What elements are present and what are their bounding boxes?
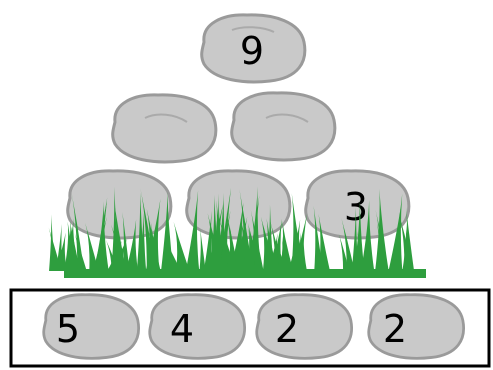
answer-stone-3-label: 2 <box>275 307 299 351</box>
answer-stone-1-label: 5 <box>56 307 80 351</box>
answer-stone-1[interactable]: 5 <box>44 295 139 359</box>
answer-stone-2-label: 4 <box>170 307 194 351</box>
answer-stone-3[interactable]: 2 <box>257 295 352 359</box>
stone-top: 9 <box>202 15 305 82</box>
stone-middle-left <box>113 95 216 162</box>
stone-top-label: 9 <box>240 29 264 73</box>
stone-bottom-middle <box>187 171 290 238</box>
stone-bottom-right: 3 <box>306 171 409 238</box>
stone-middle-right <box>232 93 335 160</box>
answer-stone-2[interactable]: 4 <box>150 295 245 359</box>
answer-stone-4-label: 2 <box>383 307 407 351</box>
answer-stone-4[interactable]: 2 <box>369 295 464 359</box>
